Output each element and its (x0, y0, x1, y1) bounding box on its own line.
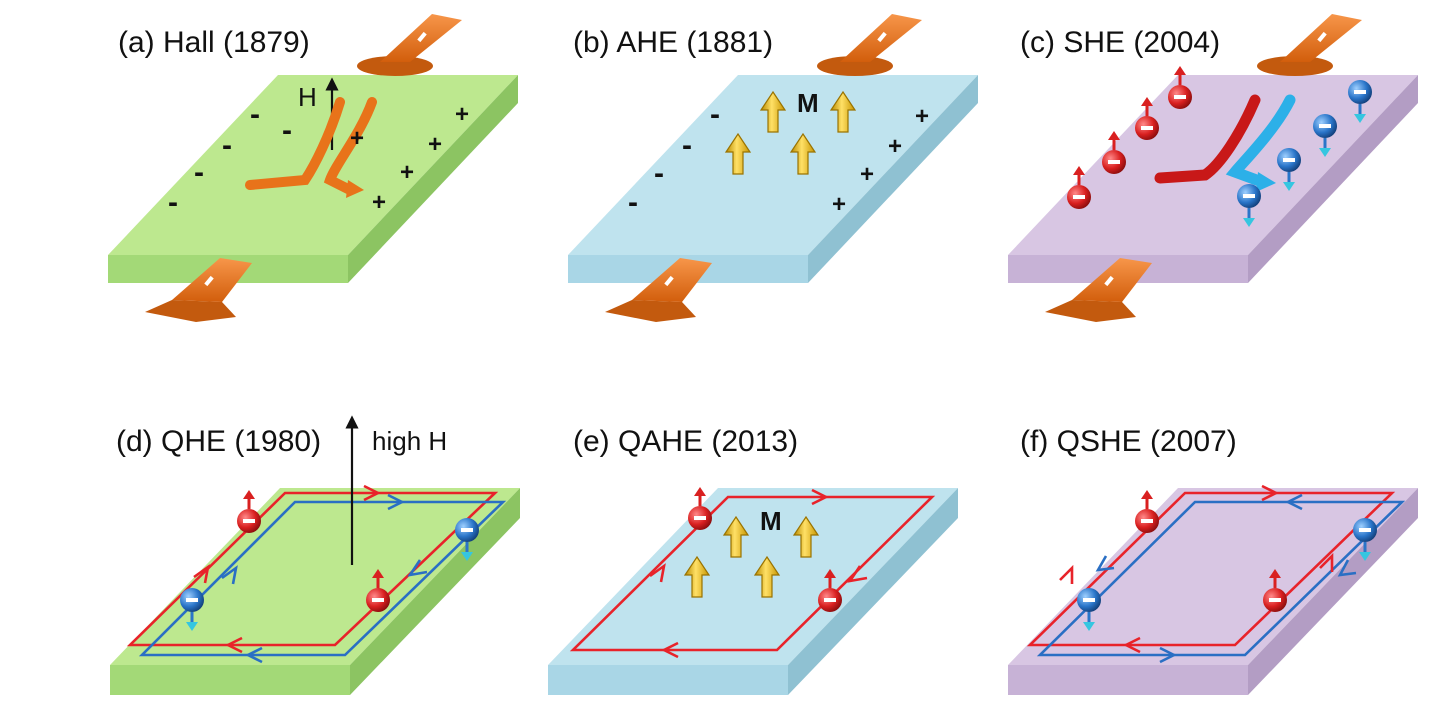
edge-arrow-icon (245, 646, 263, 664)
current-in-arrow-icon (817, 14, 922, 76)
negative-charge: - (282, 114, 292, 147)
edge-arrow-icon (1159, 646, 1177, 664)
panel-e: M (e) QAHE (2013) (548, 425, 958, 695)
edge-channel-blue (138, 500, 507, 657)
edge-arrow-icon (1319, 552, 1334, 572)
panel-a-title: (a) Hall (1879) (118, 26, 310, 59)
slab-side (1248, 488, 1418, 695)
negative-charge: - (654, 157, 664, 190)
slab-front (110, 665, 350, 695)
edge-channel-red (1026, 491, 1396, 647)
edge-arrow-icon (225, 636, 243, 654)
current-out-arrow-icon (605, 258, 712, 322)
panel-c-title: (c) SHE (2004) (1020, 26, 1220, 59)
positive-charge: + (455, 101, 469, 128)
slab-side (1248, 75, 1418, 283)
negative-charge: - (250, 98, 260, 131)
slab-side (788, 488, 958, 695)
current-in-arrow-icon (1257, 14, 1362, 76)
current-in-arrow-icon (357, 14, 462, 76)
slab-top (548, 488, 958, 665)
negative-charge: - (222, 129, 232, 162)
positive-charge: + (832, 191, 846, 218)
panel-b: M - - - - + + + + (b) AHE (1881) (568, 14, 978, 322)
arrowhead-icon (1256, 172, 1276, 192)
spin-up-electron-icon (1133, 488, 1161, 535)
magnetization-label: M (797, 88, 819, 118)
slab-front (1008, 665, 1248, 695)
slab-side (350, 488, 520, 695)
edge-arrow-icon (1261, 484, 1279, 502)
panel-c: (c) SHE (2004) (1008, 14, 1418, 322)
slab-top (1008, 488, 1418, 665)
panel-d-title: (d) QHE (1980) (116, 425, 321, 458)
slab-side (808, 75, 978, 283)
negative-charge: - (168, 186, 178, 219)
edge-channel-red (569, 495, 936, 652)
edge-arrow-icon (193, 564, 210, 584)
edge-arrow-icon (847, 565, 868, 583)
positive-charge: + (372, 189, 386, 216)
edge-arrow-icon (407, 559, 428, 577)
deflected-current-icon (323, 97, 377, 195)
high-field-label: high H (372, 426, 447, 456)
slab-side (348, 75, 518, 283)
negative-charge: - (628, 186, 638, 219)
positive-charge: + (428, 131, 442, 158)
positive-charge: + (350, 125, 364, 152)
edge-arrow-icon (649, 563, 666, 583)
slab-top (568, 75, 978, 255)
panel-f: (f) QSHE (2007) (1008, 425, 1418, 695)
negative-charge: - (194, 156, 204, 189)
edge-arrow-icon (811, 488, 829, 506)
field-label: H (298, 82, 317, 112)
arrowhead-icon (346, 180, 364, 198)
edge-arrow-icon (661, 641, 679, 659)
negative-charge: - (682, 129, 692, 162)
panel-b-title: (b) AHE (1881) (573, 26, 773, 59)
panel-d: high H (d) QHE (1980) (110, 415, 520, 695)
positive-charge: + (860, 161, 874, 188)
deflected-current-icon (245, 97, 345, 190)
edge-arrow-icon (1337, 559, 1357, 577)
edge-arrow-icon (221, 565, 238, 585)
slab-front (548, 665, 788, 695)
panel-f-title: (f) QSHE (2007) (1020, 425, 1237, 458)
edge-arrow-icon (1285, 493, 1303, 511)
edge-arrow-icon (1095, 555, 1115, 572)
panel-e-title: (e) QAHE (2013) (573, 425, 798, 458)
slab-top (110, 488, 520, 665)
current-out-arrow-icon (1045, 258, 1152, 322)
edge-channel-red (126, 491, 499, 647)
edge-arrow-icon (1123, 636, 1141, 654)
positive-charge: + (400, 159, 414, 186)
spin-down-current-icon (1225, 94, 1296, 188)
spin-up-electron-icon (235, 488, 263, 535)
panel-a: H - - - - - + + + + + (a) Hall (1879) (108, 14, 518, 322)
positive-charge: + (915, 103, 929, 130)
spin-up-current-icon (1154, 94, 1261, 184)
edge-arrow-icon (363, 484, 381, 502)
current-out-arrow-icon (145, 258, 252, 322)
magnetization-label: M (760, 506, 782, 536)
edge-arrow-icon (1059, 564, 1074, 584)
negative-charge: - (710, 98, 720, 131)
positive-charge: + (888, 133, 902, 160)
edge-arrow-icon (387, 493, 405, 511)
